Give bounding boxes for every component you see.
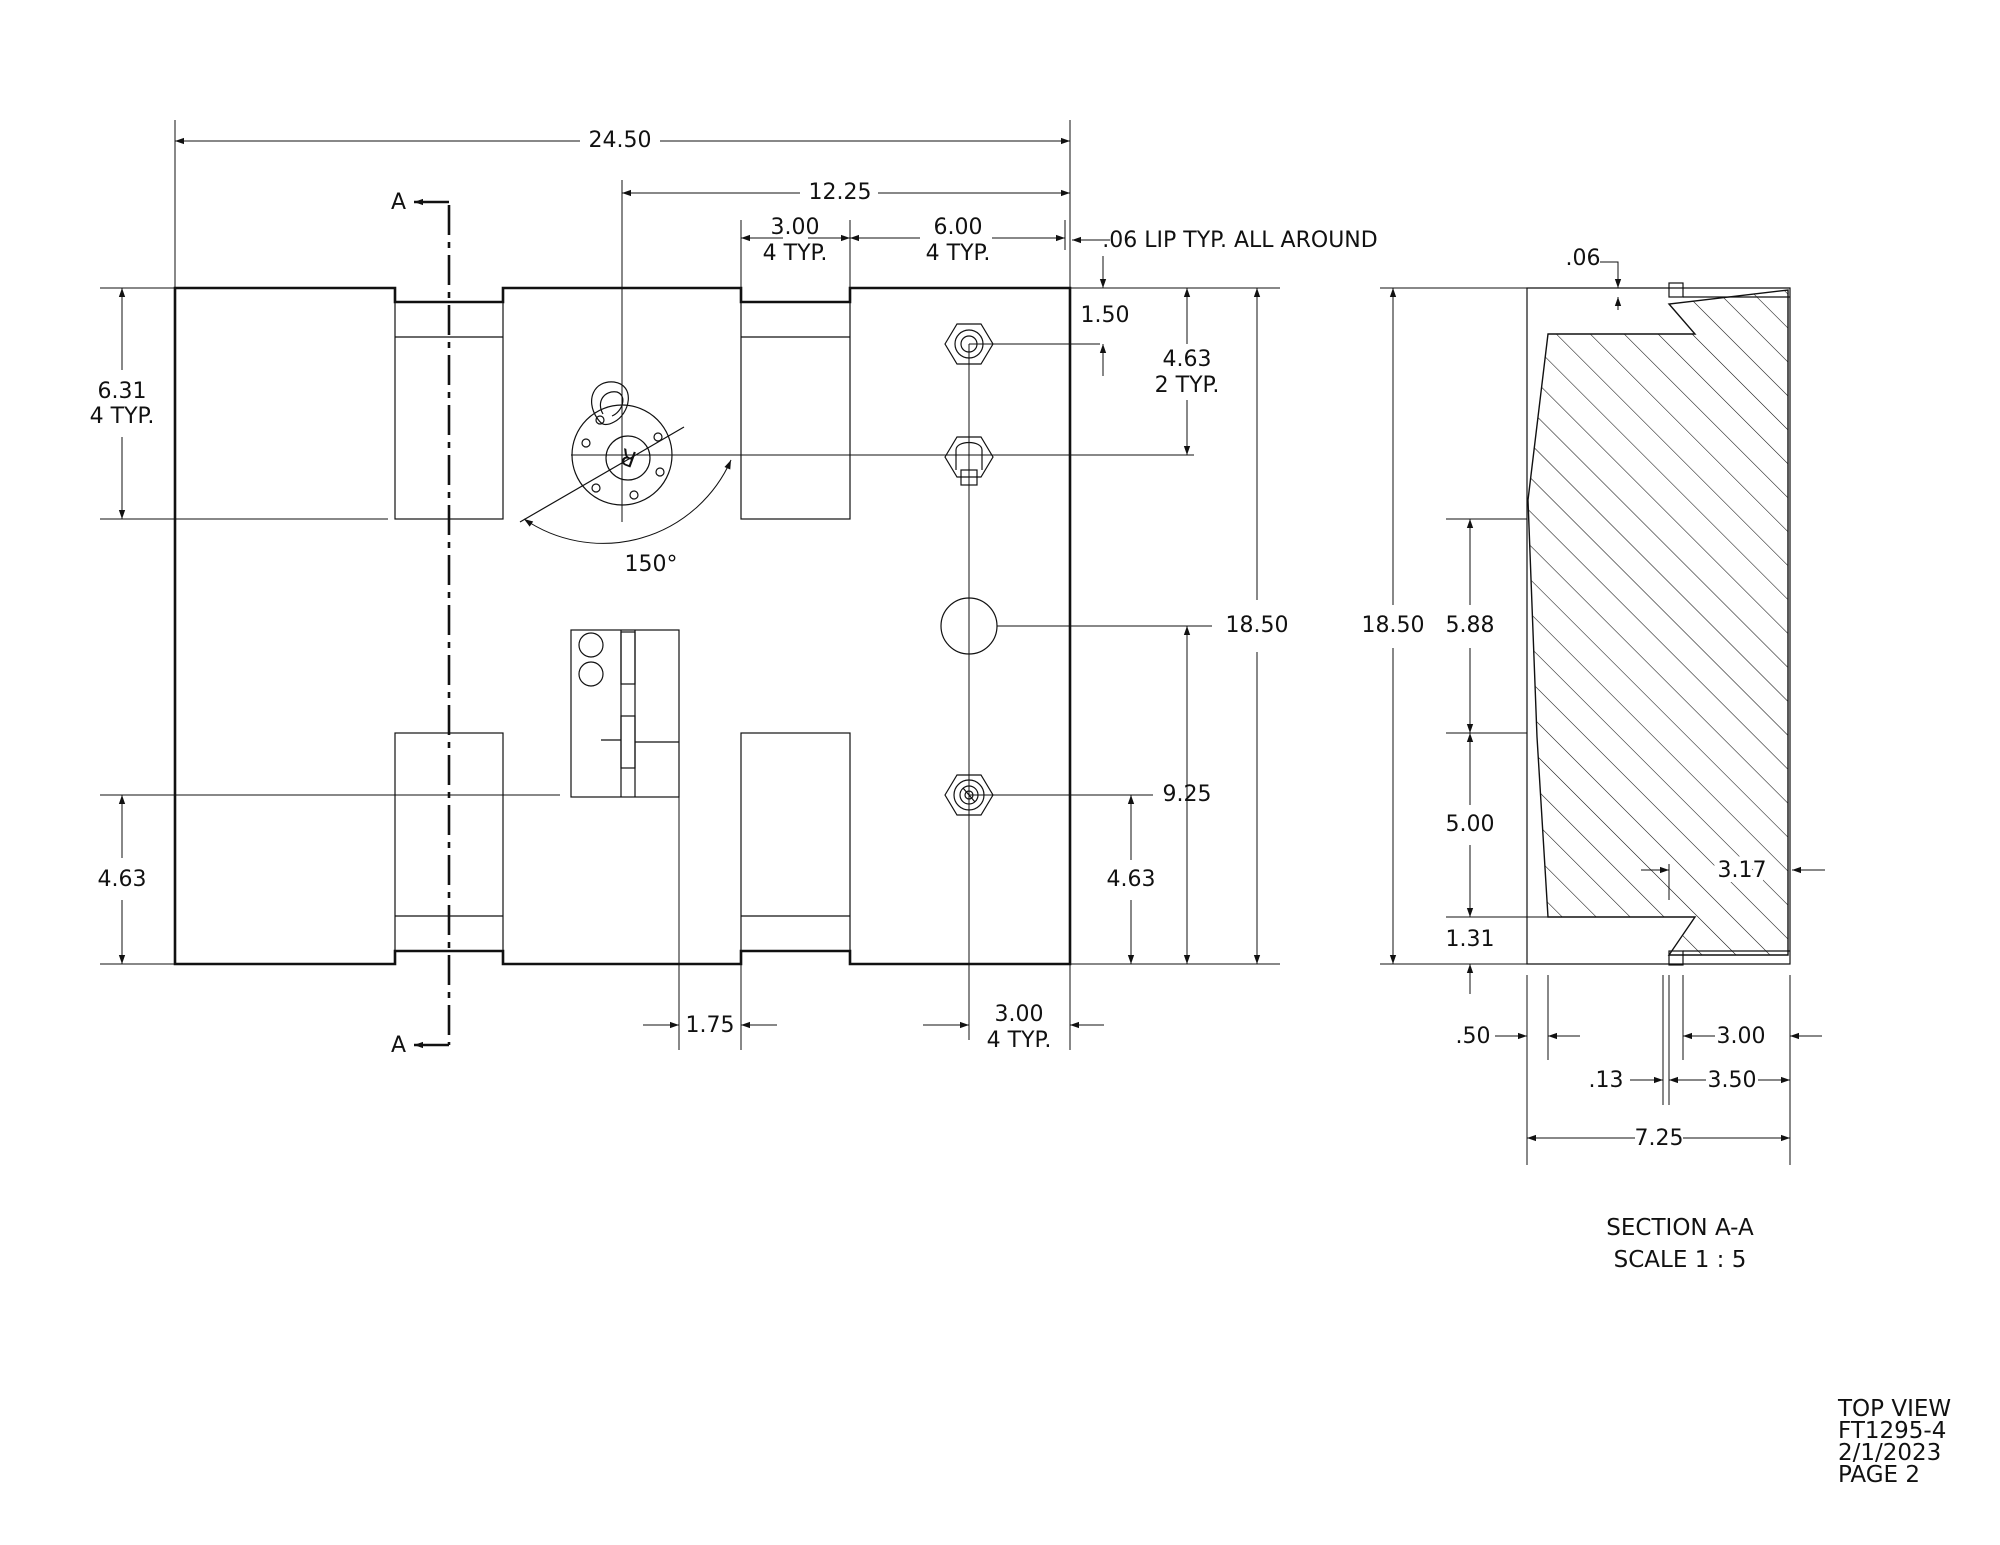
section-marker-bottom: A (391, 1033, 406, 1058)
dim-pocket-spacing-note: 4 TYP. (926, 241, 991, 266)
section-construction-lines (1380, 264, 1791, 1165)
lip-note: .06 LIP TYP. ALL AROUND (1102, 228, 1377, 253)
dim-fitting-edge-offset: 3.00 (995, 1002, 1044, 1027)
dim-fitting-spacing: 4.63 (1163, 347, 1212, 372)
dim-fitting-edge-offset-note: 4 TYP. (987, 1028, 1052, 1053)
dim-left-pocket-depth-note: 4 TYP. (90, 404, 155, 429)
dim-gauge-offset: 1.75 (686, 1013, 735, 1038)
fuel-cap-letter: R (617, 442, 640, 471)
dim-section-groove-width: .13 (1589, 1068, 1624, 1093)
dim-left-pocket-depth: 6.31 (98, 379, 147, 404)
dim-half-width: 12.25 (809, 180, 872, 205)
dim-section-left-offset: .50 (1456, 1024, 1491, 1049)
dim-section-overall-depth: 7.25 (1635, 1126, 1684, 1151)
dim-section-bottom: 1.31 (1446, 927, 1495, 952)
dim-left-bottom-height: 4.63 (98, 867, 147, 892)
section-dimensions: .06 18.50 5.88 5.00 1.31 3.17 .50 (1362, 246, 1825, 1151)
section-label: SECTION A-A (1606, 1215, 1754, 1241)
top-view-dimensions: 24.50 12.25 3.00 4 TYP. 6.00 4 TYP. .06 … (90, 128, 1378, 1053)
dim-center-height: 9.25 (1163, 782, 1212, 807)
section-outline (1526, 287, 1791, 965)
dim-pocket-spacing: 6.00 (934, 215, 983, 240)
dim-overall-width: 24.50 (589, 128, 652, 153)
section-hatch (1527, 289, 1789, 956)
dim-sender-angle: 150° (625, 552, 678, 577)
title-block: TOP VIEW FT1295-4 2/1/2023 PAGE 2 (1838, 1396, 1952, 1488)
gauge-module (570, 629, 680, 798)
dim-top-fitting-offset: 1.50 (1081, 303, 1130, 328)
dim-bottom-fitting-height: 4.63 (1107, 867, 1156, 892)
dim-section-groove-position: 3.50 (1708, 1068, 1757, 1093)
top-view: A A R (90, 120, 1378, 1058)
section-scale: SCALE 1 : 5 (1613, 1247, 1747, 1273)
dim-section-lip: .06 (1566, 246, 1601, 271)
dim-pocket-width-note: 4 TYP. (763, 241, 828, 266)
dim-overall-height: 18.50 (1226, 613, 1289, 638)
dim-section-bottom-depth: 3.17 (1718, 858, 1767, 883)
section-caption: SECTION A-A SCALE 1 : 5 (1560, 1212, 1800, 1276)
section-marker-top: A (391, 190, 406, 215)
title-view: TOP VIEW (1838, 1396, 1952, 1422)
fuel-sender (519, 381, 685, 523)
dim-section-right-offset: 3.00 (1717, 1024, 1766, 1049)
dim-section-upper: 5.88 (1446, 613, 1495, 638)
section-view: .06 18.50 5.88 5.00 1.31 3.17 .50 (1362, 246, 1825, 1165)
dim-section-height: 18.50 (1362, 613, 1425, 638)
dim-fitting-spacing-note: 2 TYP. (1155, 373, 1220, 398)
dim-section-lower: 5.00 (1446, 812, 1495, 837)
title-page: PAGE 2 (1838, 1462, 1921, 1488)
title-part-number: FT1295-4 (1838, 1418, 1947, 1444)
section-line-a-a: A A (391, 190, 451, 1058)
dim-pocket-width: 3.00 (771, 215, 820, 240)
title-date: 2/1/2023 (1838, 1440, 1942, 1466)
